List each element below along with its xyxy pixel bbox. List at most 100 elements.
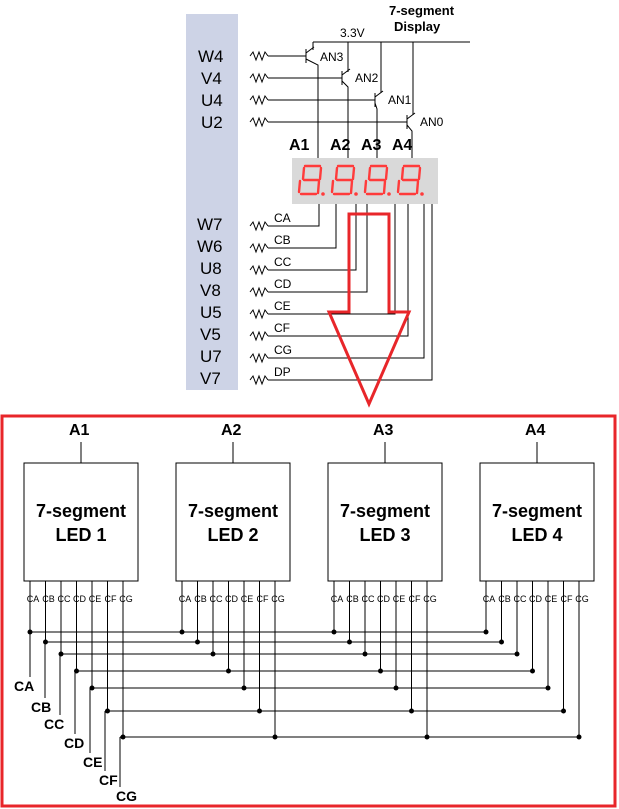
led-module-title: 7-segment: [492, 501, 582, 521]
cathode-signal-cd: CD: [274, 277, 292, 291]
anode-pin-u2: U2: [201, 113, 223, 132]
segment-pin-label: CC: [362, 594, 375, 604]
cathode-resistor: [249, 220, 269, 232]
module-anode-label: A3: [373, 422, 394, 439]
anode-resistor: [249, 50, 269, 62]
fpga-pin-bar: [186, 14, 238, 390]
led-module-name: LED 3: [359, 525, 410, 545]
transistor-collector: [406, 124, 413, 158]
anode-pin-w4: W4: [198, 47, 224, 66]
led-module-name: LED 1: [55, 525, 106, 545]
segment-pin-label: CF: [409, 594, 421, 604]
bus-label: CF: [99, 772, 118, 788]
segment-pin-label: CG: [119, 594, 133, 604]
cathode-pin-v5: V5: [200, 325, 221, 344]
transistor-emitter: [305, 46, 315, 54]
led-module-box: [479, 462, 595, 582]
anode-resistor: [249, 72, 269, 84]
segment-pin-label: CD: [529, 594, 542, 604]
display-title-line1: 7-segment: [389, 3, 455, 18]
transistor-an2: AN2: [355, 71, 379, 85]
cathode-pin-u7: U7: [200, 347, 222, 366]
supply-rail: [312, 41, 470, 115]
anode-resistor: [249, 94, 269, 106]
cathode-pin-v8: V8: [200, 281, 221, 300]
segment-pin-label: CD: [73, 594, 86, 604]
cathode-wiring: [249, 204, 433, 386]
segment-pin-label: CF: [257, 594, 269, 604]
segment-pin-label: CE: [393, 594, 406, 604]
transistor-collector: [374, 102, 378, 158]
cathode-signal-cc: CC: [274, 255, 292, 269]
transistor-an1: AN1: [388, 93, 412, 107]
anode-pin-u4: U4: [201, 91, 223, 110]
led-module-title: 7-segment: [340, 501, 430, 521]
cathode-pin-u8: U8: [200, 259, 222, 278]
transistor-collector: [305, 58, 319, 158]
segment-pin-label: CF: [105, 594, 117, 604]
segment-pin-label: CG: [271, 594, 285, 604]
led-module-title: 7-segment: [36, 501, 126, 521]
segment-pin-label: CG: [423, 594, 437, 604]
segment-pin-label: CE: [241, 594, 254, 604]
anode-resistor: [249, 116, 269, 128]
decimal-point: [387, 192, 391, 196]
bus-label: CG: [116, 788, 137, 804]
segment-pin-label: CA: [483, 594, 496, 604]
led-module-box: [175, 462, 291, 582]
digit-segments: [297, 164, 323, 196]
transistor-emitter: [374, 90, 384, 98]
led-module-box: [327, 462, 443, 582]
digit-segments: [396, 164, 422, 196]
cathode-pin-v7: V7: [200, 369, 221, 388]
bus-label: CB: [31, 699, 51, 715]
module-anode-label: A1: [69, 422, 90, 439]
cathode-resistor: [249, 264, 269, 276]
cathode-signal-cb: CB: [274, 233, 291, 247]
cathode-wire: [268, 204, 337, 249]
segment-pin-label: CD: [225, 594, 238, 604]
cathode-signal-cg: CG: [274, 343, 292, 357]
cathode-wire: [268, 204, 433, 381]
cathode-resistor: [249, 286, 269, 298]
display-title-line2: Display: [394, 19, 441, 34]
anode-wiring: [249, 46, 416, 158]
cathode-wire: [268, 204, 396, 315]
segment-pin-label: CA: [179, 594, 192, 604]
module-anode-label: A4: [525, 422, 546, 439]
transistor-collector: [341, 80, 349, 158]
transistor-an0: AN0: [420, 115, 444, 129]
display-digits: [297, 164, 424, 196]
digit-header-a4: A4: [392, 137, 413, 154]
cathode-resistor: [249, 330, 269, 342]
segment-pin-label: CE: [89, 594, 102, 604]
led-module-box: [23, 462, 139, 582]
cathode-wire: [268, 204, 320, 227]
cathode-signal-dp: DP: [274, 365, 291, 379]
bus-label: CE: [83, 754, 102, 770]
segment-pin-label: CB: [498, 594, 511, 604]
led-module-title: 7-segment: [188, 501, 278, 521]
segment-pin-label: CC: [58, 594, 71, 604]
cathode-resistor: [249, 308, 269, 320]
segment-pin-label: CB: [42, 594, 55, 604]
cathode-wire: [268, 204, 368, 293]
cathode-resistor: [249, 242, 269, 254]
expanded-view-frame: [0, 414, 617, 808]
segment-pin-label: CA: [27, 594, 40, 604]
bus-label: CA: [14, 678, 34, 694]
transistor-an3: AN3: [320, 50, 344, 64]
cathode-resistor: [249, 374, 269, 386]
cathode-pin-w7: W7: [197, 215, 223, 234]
segment-pin-label: CF: [561, 594, 573, 604]
segment-pin-label: CB: [346, 594, 359, 604]
digit-segments: [330, 164, 356, 196]
cathode-wire: [268, 204, 357, 271]
cathode-pin-u5: U5: [200, 303, 222, 322]
cathode-wire: [268, 204, 409, 337]
bus-label: CC: [44, 716, 64, 732]
cathode-pin-w6: W6: [197, 237, 223, 256]
led-module-name: LED 2: [207, 525, 258, 545]
